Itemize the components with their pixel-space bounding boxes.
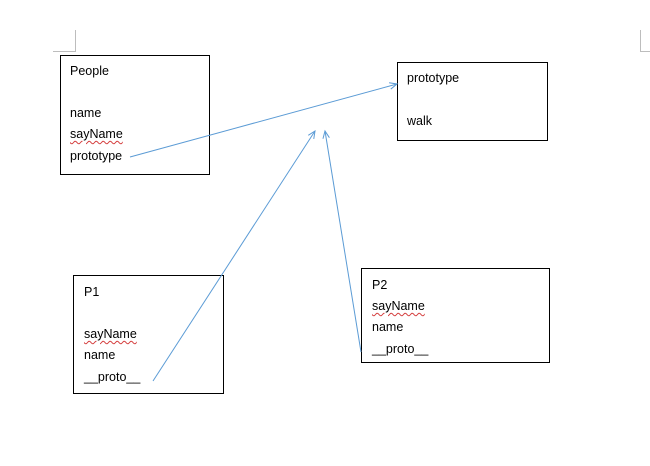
p1-box: P1 sayName name __proto__ <box>73 275 224 394</box>
p2-field-proto: __proto__ <box>372 342 429 356</box>
arrow-p2-proto-to-prototype-head <box>322 129 330 139</box>
p1-field-sayname: sayName <box>84 327 137 341</box>
p2-box: P2 sayName name __proto__ <box>361 268 550 363</box>
p1-field-proto: __proto__ <box>84 370 141 384</box>
arrow-p1-proto-to-prototype <box>152 130 316 382</box>
prototype-box: prototype walk <box>397 62 548 141</box>
arrow-p1-proto-to-prototype-head <box>308 129 316 139</box>
p1-title: P1 <box>84 285 100 299</box>
margin-corner-right <box>640 30 650 52</box>
people-title: People <box>70 64 109 78</box>
arrow-people-prototype-to-prototype-box-head <box>389 82 399 90</box>
p2-field-sayname: sayName <box>372 299 425 313</box>
p2-field-name: name <box>372 320 404 334</box>
margin-corner-left <box>53 30 76 52</box>
people-field-sayname: sayName <box>70 127 123 141</box>
p1-field-name: name <box>84 348 116 362</box>
people-field-name: name <box>70 106 102 120</box>
prototype-title: prototype <box>407 71 460 85</box>
arrow-people-prototype-to-prototype-box <box>129 83 398 158</box>
prototype-field-walk: walk <box>407 114 433 128</box>
p2-title: P2 <box>372 278 388 292</box>
people-box: People name sayName prototype <box>60 55 210 175</box>
people-field-prototype: prototype <box>70 149 123 163</box>
arrow-p2-proto-to-prototype <box>324 130 362 353</box>
